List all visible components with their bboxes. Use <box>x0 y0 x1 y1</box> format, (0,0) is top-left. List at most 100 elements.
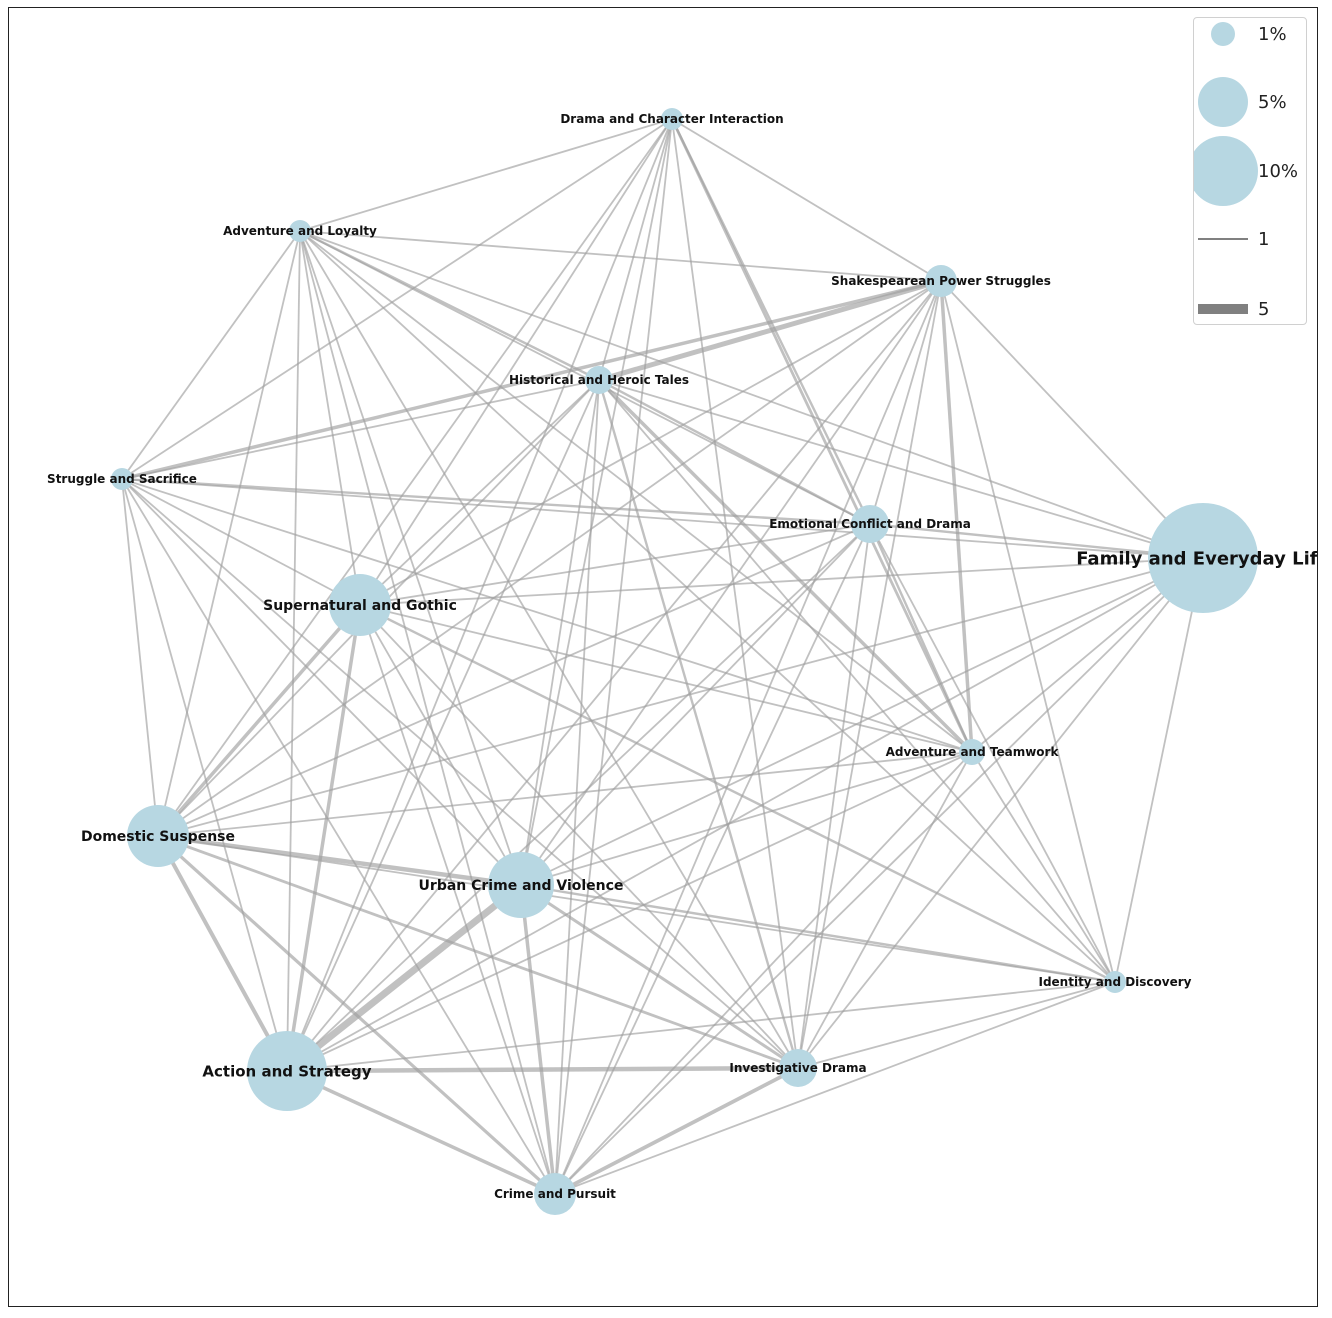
node-invest <box>779 1049 817 1087</box>
edge-emo-super <box>359 523 871 606</box>
edge-domestic-urban <box>157 833 522 888</box>
edge-super-crime <box>359 604 556 1195</box>
node-crime <box>534 1173 576 1215</box>
edge-struggle-action <box>121 478 288 1072</box>
node-adv_loyal <box>289 220 311 242</box>
edge-adv_loyal-domestic <box>157 230 301 837</box>
edge-drama-shakes <box>671 118 942 282</box>
node-emo <box>851 505 889 543</box>
edge-struggle-super <box>121 478 361 606</box>
edge-drama-adv_team <box>670 118 974 753</box>
edge-urban-invest <box>520 883 799 1070</box>
node-label-action: Action and Strategy <box>202 1062 371 1080</box>
legend-node-5pct <box>1198 77 1248 127</box>
edge-identity-crime <box>554 981 1116 1195</box>
legend-node-10pct <box>1194 136 1258 206</box>
edge-domestic-action <box>156 835 289 1072</box>
node-label-emo: Emotional Conflict and Drama <box>769 517 971 531</box>
edge-struggle-urban <box>121 478 522 886</box>
edge-drama-hist <box>598 118 673 381</box>
edge-hist-struggle <box>121 379 600 480</box>
node-hist <box>585 366 613 394</box>
edge-invest-crime <box>554 1066 799 1196</box>
edge-super-urban <box>359 604 522 886</box>
edge-emo-urban <box>520 523 871 886</box>
edge-emo-invest <box>797 523 871 1069</box>
edge-shakes-super <box>359 280 942 606</box>
edge-adv_loyal-action <box>286 230 301 1072</box>
edge-struggle-emo <box>121 477 871 526</box>
edge-adv_loyal-crime <box>299 230 556 1195</box>
node-label-domestic: Domestic Suspense <box>81 829 235 845</box>
node-family <box>1148 503 1258 613</box>
edge-shakes-crime <box>554 280 942 1195</box>
edge-family-identity <box>1114 557 1204 983</box>
node-label-crime: Crime and Pursuit <box>494 1187 616 1201</box>
edge-shakes-adv_team <box>939 280 974 753</box>
node-label-drama: Drama and Character Interaction <box>560 112 783 126</box>
edge-domestic-identity <box>157 835 1116 983</box>
edge-shakes-urban <box>520 280 942 886</box>
legend: 1% 5% 10% 1 5 <box>1193 17 1307 325</box>
edge-family-urban <box>520 557 1204 886</box>
node-urban <box>488 852 554 918</box>
edge-struggle-domestic <box>121 478 159 837</box>
edge-drama-super <box>359 118 673 606</box>
edge-super-adv_team <box>359 604 973 753</box>
edge-emo-identity <box>869 523 1116 983</box>
edge-drama-crime <box>554 118 673 1195</box>
edge-drama-action <box>286 118 673 1072</box>
node-label-shakes: Shakespearean Power Struggles <box>831 274 1051 288</box>
edge-action-invest <box>286 1065 799 1074</box>
edges-layer <box>121 118 1204 1196</box>
edge-family-crime <box>554 557 1204 1195</box>
edge-hist-adv_team <box>597 378 974 754</box>
node-label-adv_loyal: Adventure and Loyalty <box>223 224 377 238</box>
edge-drama-domestic <box>157 118 673 837</box>
edge-super-invest <box>359 604 799 1069</box>
edge-drama-invest <box>671 118 799 1069</box>
node-struggle <box>111 468 133 490</box>
node-domestic <box>127 805 189 867</box>
network-graph: Drama and Character InteractionAdventure… <box>47 108 1318 1215</box>
edge-adv_loyal-super <box>299 230 361 606</box>
edge-hist-urban <box>520 379 600 886</box>
edge-identity-invest <box>797 981 1116 1069</box>
edge-emo-adv_team <box>868 523 974 753</box>
node-identity <box>1104 971 1126 993</box>
node-label-family: Family and Everyday Life <box>1076 548 1318 569</box>
edge-emo-domestic <box>157 523 871 837</box>
edge-hist-family <box>598 379 1204 559</box>
legend-label-edge-5: 5 <box>1258 299 1269 320</box>
edge-drama-struggle <box>121 118 673 480</box>
legend-label-1pct: 1% <box>1258 24 1287 45</box>
node-shakes <box>925 265 957 297</box>
edge-hist-identity <box>598 379 1116 983</box>
edge-shakes-family <box>940 280 1204 559</box>
edge-super-action <box>285 604 362 1072</box>
edge-adv_team-invest <box>797 751 973 1069</box>
edge-urban-action <box>284 882 524 1074</box>
edge-shakes-action <box>286 280 942 1072</box>
edge-family-action <box>286 557 1204 1072</box>
legend-label-5pct: 5% <box>1258 92 1287 113</box>
edge-emo-family <box>869 522 1204 560</box>
edge-domestic-invest <box>157 834 799 1070</box>
node-adv_team <box>959 739 985 765</box>
node-label-hist: Historical and Heroic Tales <box>509 373 689 387</box>
node-label-super: Supernatural and Gothic <box>263 598 457 614</box>
edge-shakes-identity <box>940 280 1116 983</box>
edge-adv_team-domestic <box>157 751 973 837</box>
edge-adv_loyal-adv_team <box>299 230 973 753</box>
edge-family-super <box>359 557 1204 606</box>
edge-adv_team-action <box>286 751 973 1072</box>
legend-label-10pct: 10% <box>1258 161 1298 182</box>
legend-label-edge-1: 1 <box>1258 229 1269 250</box>
edge-hist-action <box>286 379 600 1072</box>
edge-super-domestic <box>156 603 362 838</box>
node-label-urban: Urban Crime and Violence <box>419 878 624 894</box>
edge-emo-action <box>286 523 871 1072</box>
edge-urban-crime <box>519 884 557 1195</box>
edge-adv_loyal-emo <box>299 230 871 525</box>
